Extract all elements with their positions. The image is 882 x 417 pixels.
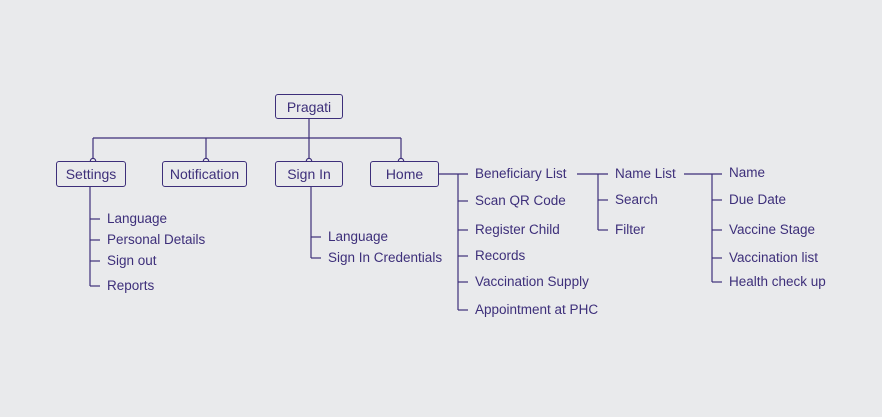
namelist-item-vaccination-list: Vaccination list <box>729 250 819 265</box>
node-label: Sign In <box>287 166 331 182</box>
node-label: Settings <box>65 166 117 182</box>
node-notification: Notification <box>162 161 247 187</box>
beneficiary-item-filter: Filter <box>615 222 645 237</box>
signin-item-credentials: Sign In Credentials <box>328 250 443 265</box>
settings-item-sign-out: Sign out <box>107 253 157 268</box>
node-label: Pragati <box>286 98 332 115</box>
namelist-item-vaccine-stage: Vaccine Stage <box>729 222 816 237</box>
namelist-item-name: Name <box>729 165 766 180</box>
beneficiary-item-name-list: Name List <box>615 166 676 181</box>
home-item-register-child: Register Child <box>475 222 560 237</box>
node-sign-in: Sign In <box>275 161 343 187</box>
home-item-scan-qr-code: Scan QR Code <box>475 193 566 208</box>
settings-item-language: Language <box>107 211 168 226</box>
settings-item-personal-details: Personal Details <box>107 232 206 247</box>
namelist-item-health-check-up: Health check up <box>729 274 826 289</box>
node-home: Home <box>370 161 439 187</box>
home-item-beneficiary-list: Beneficiary List <box>475 166 567 181</box>
node-label: Home <box>385 166 424 182</box>
home-item-records: Records <box>475 248 526 263</box>
home-item-appointment-at-phc: Appointment at PHC <box>475 302 599 317</box>
node-settings: Settings <box>56 161 126 187</box>
beneficiary-item-search: Search <box>615 192 658 207</box>
namelist-item-due-date: Due Date <box>729 192 787 207</box>
node-label: Notification <box>169 166 240 182</box>
signin-item-language: Language <box>328 229 389 244</box>
settings-item-reports: Reports <box>107 278 155 293</box>
node-pragati: Pragati <box>275 94 343 119</box>
home-item-vaccination-supply: Vaccination Supply <box>475 274 589 289</box>
